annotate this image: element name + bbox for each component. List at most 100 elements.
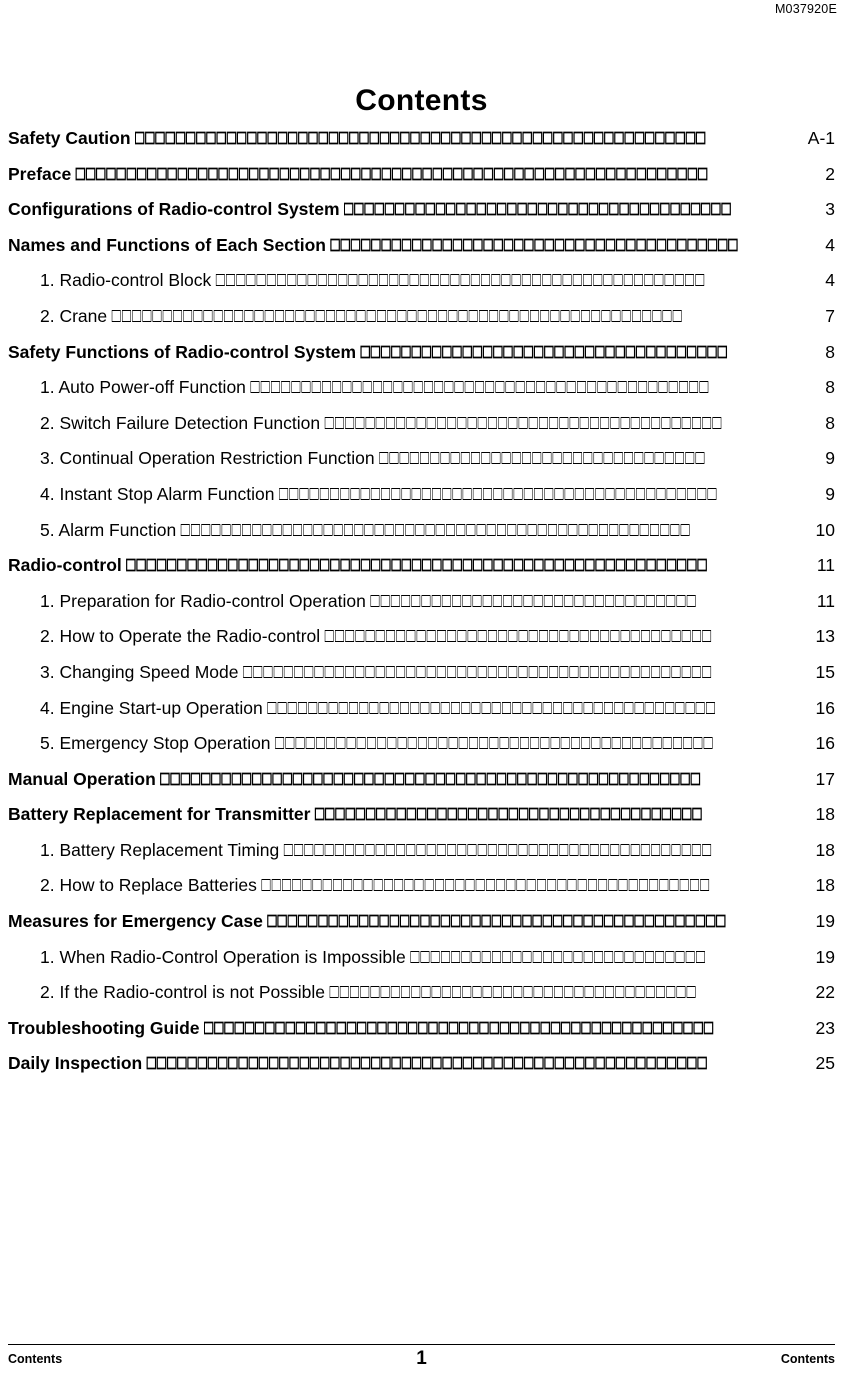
- toc-leader-dots: ⎕⎕⎕⎕⎕⎕⎕⎕⎕⎕⎕⎕⎕⎕⎕⎕⎕⎕⎕⎕⎕⎕⎕⎕⎕⎕⎕⎕⎕⎕⎕⎕⎕⎕⎕⎕: [329, 985, 697, 1003]
- toc-entry[interactable]: 5. Emergency Stop Operation⎕⎕⎕⎕⎕⎕⎕⎕⎕⎕⎕⎕⎕…: [8, 733, 835, 769]
- toc-entry-page: 4: [825, 234, 835, 255]
- toc-entry[interactable]: 1. Radio-control Block⎕⎕⎕⎕⎕⎕⎕⎕⎕⎕⎕⎕⎕⎕⎕⎕⎕⎕…: [8, 270, 835, 306]
- toc-entry-label: 2. How to Replace Batteries: [40, 875, 257, 896]
- toc-entry[interactable]: Names and Functions of Each Section⎕⎕⎕⎕⎕…: [8, 235, 835, 271]
- page-title: Contents: [355, 84, 488, 117]
- toc-entry-label: 5. Alarm Function: [40, 519, 177, 540]
- toc-entry-label: Manual Operation: [8, 768, 156, 789]
- toc-entry[interactable]: Battery Replacement for Transmitter⎕⎕⎕⎕⎕…: [8, 804, 835, 840]
- toc-entry[interactable]: Troubleshooting Guide⎕⎕⎕⎕⎕⎕⎕⎕⎕⎕⎕⎕⎕⎕⎕⎕⎕⎕⎕…: [8, 1018, 835, 1054]
- toc-entry-label: 1. Radio-control Block: [40, 270, 212, 291]
- toc-leader-dots: ⎕⎕⎕⎕⎕⎕⎕⎕⎕⎕⎕⎕⎕⎕⎕⎕⎕⎕⎕⎕⎕⎕⎕⎕⎕⎕⎕⎕⎕⎕⎕⎕⎕⎕⎕⎕⎕⎕⎕⎕…: [274, 736, 714, 754]
- footer-left-label: Contents: [8, 1352, 63, 1366]
- toc-entry[interactable]: Configurations of Radio-control System⎕⎕…: [8, 199, 835, 235]
- toc-entry-page: 13: [815, 626, 835, 647]
- toc-leader-dots: ⎕⎕⎕⎕⎕⎕⎕⎕⎕⎕⎕⎕⎕⎕⎕⎕⎕⎕⎕⎕⎕⎕⎕⎕⎕⎕⎕⎕⎕⎕⎕⎕⎕⎕⎕⎕⎕⎕⎕⎕…: [249, 380, 709, 398]
- toc-leader-dots: ⎕⎕⎕⎕⎕⎕⎕⎕⎕⎕⎕⎕⎕⎕⎕⎕⎕⎕⎕⎕⎕⎕⎕⎕⎕⎕⎕⎕⎕⎕⎕⎕⎕⎕⎕⎕⎕⎕⎕⎕…: [180, 522, 691, 540]
- page-footer: Contents Contents: [8, 1352, 835, 1366]
- toc-entry-label: 2. Switch Failure Detection Function: [40, 412, 321, 433]
- toc-entry-label: Preface: [8, 163, 72, 184]
- toc-entry[interactable]: 5. Alarm Function⎕⎕⎕⎕⎕⎕⎕⎕⎕⎕⎕⎕⎕⎕⎕⎕⎕⎕⎕⎕⎕⎕⎕…: [8, 520, 835, 556]
- toc-entry[interactable]: Radio-control⎕⎕⎕⎕⎕⎕⎕⎕⎕⎕⎕⎕⎕⎕⎕⎕⎕⎕⎕⎕⎕⎕⎕⎕⎕⎕⎕…: [8, 555, 835, 591]
- toc-entry-page: 7: [825, 305, 835, 326]
- toc-leader-dots: ⎕⎕⎕⎕⎕⎕⎕⎕⎕⎕⎕⎕⎕⎕⎕⎕⎕⎕⎕⎕⎕⎕⎕⎕⎕⎕⎕⎕⎕⎕⎕⎕⎕⎕⎕⎕⎕⎕⎕⎕…: [283, 842, 712, 860]
- toc-leader-dots: ⎕⎕⎕⎕⎕⎕⎕⎕⎕⎕⎕⎕⎕⎕⎕⎕⎕⎕⎕⎕⎕⎕⎕⎕⎕⎕⎕⎕⎕: [409, 949, 706, 967]
- toc-entry-label: Safety Functions of Radio-control System: [8, 341, 357, 362]
- toc-leader-dots: ⎕⎕⎕⎕⎕⎕⎕⎕⎕⎕⎕⎕⎕⎕⎕⎕⎕⎕⎕⎕⎕⎕⎕⎕⎕⎕⎕⎕⎕⎕⎕⎕⎕⎕⎕⎕⎕⎕⎕⎕…: [203, 1020, 714, 1038]
- toc-entry[interactable]: Preface⎕⎕⎕⎕⎕⎕⎕⎕⎕⎕⎕⎕⎕⎕⎕⎕⎕⎕⎕⎕⎕⎕⎕⎕⎕⎕⎕⎕⎕⎕⎕⎕⎕…: [8, 164, 835, 200]
- toc-entry[interactable]: 1. Preparation for Radio-control Operati…: [8, 591, 835, 627]
- toc-leader-dots: ⎕⎕⎕⎕⎕⎕⎕⎕⎕⎕⎕⎕⎕⎕⎕⎕⎕⎕⎕⎕⎕⎕⎕⎕⎕⎕⎕⎕⎕⎕⎕⎕⎕⎕⎕⎕⎕⎕⎕⎕…: [134, 131, 706, 148]
- toc-entry[interactable]: 2. How to Replace Batteries⎕⎕⎕⎕⎕⎕⎕⎕⎕⎕⎕⎕⎕…: [8, 875, 835, 911]
- toc-leader-dots: ⎕⎕⎕⎕⎕⎕⎕⎕⎕⎕⎕⎕⎕⎕⎕⎕⎕⎕⎕⎕⎕⎕⎕⎕⎕⎕⎕⎕⎕⎕⎕⎕⎕⎕⎕⎕⎕⎕: [343, 202, 732, 220]
- toc-entry-page: 23: [815, 1017, 835, 1038]
- toc-leader-dots: ⎕⎕⎕⎕⎕⎕⎕⎕⎕⎕⎕⎕⎕⎕⎕⎕⎕⎕⎕⎕⎕⎕⎕⎕⎕⎕⎕⎕⎕⎕⎕⎕⎕⎕⎕⎕⎕⎕⎕⎕…: [242, 664, 712, 682]
- toc-entry-label: Radio-control: [8, 555, 122, 576]
- toc-entry-page: 8: [825, 341, 835, 362]
- toc-entry[interactable]: 2. How to Operate the Radio-control⎕⎕⎕⎕⎕…: [8, 626, 835, 662]
- toc-entry[interactable]: 3. Changing Speed Mode⎕⎕⎕⎕⎕⎕⎕⎕⎕⎕⎕⎕⎕⎕⎕⎕⎕⎕…: [8, 662, 835, 698]
- toc-leader-dots: ⎕⎕⎕⎕⎕⎕⎕⎕⎕⎕⎕⎕⎕⎕⎕⎕⎕⎕⎕⎕⎕⎕⎕⎕⎕⎕⎕⎕⎕⎕⎕⎕⎕⎕⎕⎕⎕⎕⎕: [324, 415, 722, 433]
- toc-entry-page: 9: [825, 448, 835, 469]
- toc-leader-dots: ⎕⎕⎕⎕⎕⎕⎕⎕⎕⎕⎕⎕⎕⎕⎕⎕⎕⎕⎕⎕⎕⎕⎕⎕⎕⎕⎕⎕⎕⎕⎕⎕⎕⎕⎕⎕⎕⎕⎕⎕…: [215, 273, 705, 291]
- toc-entry-page: 15: [815, 661, 835, 682]
- footer-right-label: Contents: [780, 1352, 835, 1366]
- toc-entry-page: 18: [815, 875, 835, 896]
- toc-leader-dots: ⎕⎕⎕⎕⎕⎕⎕⎕⎕⎕⎕⎕⎕⎕⎕⎕⎕⎕⎕⎕⎕⎕⎕⎕⎕⎕⎕⎕⎕⎕⎕⎕⎕⎕⎕⎕⎕⎕⎕⎕…: [266, 700, 716, 718]
- toc-entry-label: Names and Functions of Each Section: [8, 234, 326, 255]
- toc-entry-label: 2. How to Operate the Radio-control: [40, 626, 321, 647]
- toc-entry-page: 17: [815, 768, 835, 789]
- toc-entry[interactable]: Safety Caution⎕⎕⎕⎕⎕⎕⎕⎕⎕⎕⎕⎕⎕⎕⎕⎕⎕⎕⎕⎕⎕⎕⎕⎕⎕⎕…: [8, 128, 835, 164]
- toc-leader-dots: ⎕⎕⎕⎕⎕⎕⎕⎕⎕⎕⎕⎕⎕⎕⎕⎕⎕⎕⎕⎕⎕⎕⎕⎕⎕⎕⎕⎕⎕⎕⎕⎕⎕⎕⎕⎕⎕⎕⎕⎕…: [111, 308, 683, 326]
- toc-entry-page: 19: [815, 911, 835, 932]
- toc-leader-dots: ⎕⎕⎕⎕⎕⎕⎕⎕⎕⎕⎕⎕⎕⎕⎕⎕⎕⎕⎕⎕⎕⎕⎕⎕⎕⎕⎕⎕⎕⎕⎕⎕⎕⎕⎕⎕⎕⎕⎕⎕…: [278, 486, 718, 504]
- toc-leader-dots: ⎕⎕⎕⎕⎕⎕⎕⎕⎕⎕⎕⎕⎕⎕⎕⎕⎕⎕⎕⎕⎕⎕⎕⎕⎕⎕⎕⎕⎕⎕⎕⎕⎕⎕⎕⎕⎕⎕: [314, 807, 703, 825]
- toc-entry-label: 1. Battery Replacement Timing: [40, 839, 280, 860]
- toc-entry-label: Troubleshooting Guide: [8, 1017, 200, 1038]
- toc-entry-page: 11: [816, 590, 835, 611]
- toc-leader-dots: ⎕⎕⎕⎕⎕⎕⎕⎕⎕⎕⎕⎕⎕⎕⎕⎕⎕⎕⎕⎕⎕⎕⎕⎕⎕⎕⎕⎕⎕⎕⎕⎕⎕⎕⎕⎕⎕⎕⎕⎕…: [125, 558, 708, 576]
- toc-entry[interactable]: 2. Crane⎕⎕⎕⎕⎕⎕⎕⎕⎕⎕⎕⎕⎕⎕⎕⎕⎕⎕⎕⎕⎕⎕⎕⎕⎕⎕⎕⎕⎕⎕⎕⎕…: [8, 306, 835, 342]
- toc-leader-dots: ⎕⎕⎕⎕⎕⎕⎕⎕⎕⎕⎕⎕⎕⎕⎕⎕⎕⎕⎕⎕⎕⎕⎕⎕⎕⎕⎕⎕⎕⎕⎕⎕⎕⎕⎕⎕⎕⎕⎕⎕…: [146, 1056, 708, 1074]
- toc-entry-label: Daily Inspection: [8, 1053, 143, 1074]
- toc-entry-label: 1. Preparation for Radio-control Operati…: [40, 590, 366, 611]
- toc-entry[interactable]: 4. Instant Stop Alarm Function⎕⎕⎕⎕⎕⎕⎕⎕⎕⎕…: [8, 484, 835, 520]
- toc-leader-dots: ⎕⎕⎕⎕⎕⎕⎕⎕⎕⎕⎕⎕⎕⎕⎕⎕⎕⎕⎕⎕⎕⎕⎕⎕⎕⎕⎕⎕⎕⎕⎕⎕: [369, 593, 697, 611]
- toc-entry-label: 4. Engine Start-up Operation: [40, 697, 263, 718]
- toc-entry[interactable]: 2. Switch Failure Detection Function⎕⎕⎕⎕…: [8, 413, 835, 449]
- toc-entry-page: 22: [815, 982, 835, 1003]
- toc-entry[interactable]: 1. Battery Replacement Timing⎕⎕⎕⎕⎕⎕⎕⎕⎕⎕⎕…: [8, 840, 835, 876]
- toc-entry-page: 18: [815, 839, 835, 860]
- toc-entry[interactable]: Manual Operation⎕⎕⎕⎕⎕⎕⎕⎕⎕⎕⎕⎕⎕⎕⎕⎕⎕⎕⎕⎕⎕⎕⎕⎕…: [8, 769, 835, 805]
- toc-entry-label: Configurations of Radio-control System: [8, 199, 340, 220]
- toc-entry-label: 2. If the Radio-control is not Possible: [40, 982, 326, 1003]
- toc-entry[interactable]: Safety Functions of Radio-control System…: [8, 342, 835, 378]
- toc-entry-label: 3. Continual Operation Restriction Funct…: [40, 448, 375, 469]
- toc-entry-page: 16: [815, 733, 835, 754]
- toc-entry[interactable]: 1. Auto Power-off Function⎕⎕⎕⎕⎕⎕⎕⎕⎕⎕⎕⎕⎕⎕…: [8, 377, 835, 413]
- footer-page-number: 1: [416, 1348, 427, 1369]
- toc-entry[interactable]: 1. When Radio-Control Operation is Impos…: [8, 947, 835, 983]
- toc-leader-dots: ⎕⎕⎕⎕⎕⎕⎕⎕⎕⎕⎕⎕⎕⎕⎕⎕⎕⎕⎕⎕⎕⎕⎕⎕⎕⎕⎕⎕⎕⎕⎕⎕⎕⎕⎕⎕⎕⎕⎕⎕…: [75, 166, 708, 184]
- toc-entry-label: 3. Changing Speed Mode: [40, 661, 239, 682]
- toc-entry[interactable]: 4. Engine Start-up Operation⎕⎕⎕⎕⎕⎕⎕⎕⎕⎕⎕⎕…: [8, 698, 835, 734]
- toc-entry-label: 1. Auto Power-off Function: [40, 377, 246, 398]
- toc-entry-page: 3: [825, 199, 835, 220]
- toc-leader-dots: ⎕⎕⎕⎕⎕⎕⎕⎕⎕⎕⎕⎕⎕⎕⎕⎕⎕⎕⎕⎕⎕⎕⎕⎕⎕⎕⎕⎕⎕⎕⎕⎕⎕⎕⎕⎕⎕⎕⎕⎕: [329, 237, 738, 255]
- toc-entry-label: Measures for Emergency Case: [8, 911, 263, 932]
- toc-entry-page: 16: [815, 697, 835, 718]
- toc-entry-page: 9: [825, 483, 835, 504]
- toc-entry-page: 18: [815, 804, 835, 825]
- toc-entry-label: Battery Replacement for Transmitter: [8, 804, 311, 825]
- toc-entry-label: 1. When Radio-Control Operation is Impos…: [40, 946, 406, 967]
- document-code: M037920E: [774, 2, 837, 16]
- toc-entry[interactable]: Measures for Emergency Case⎕⎕⎕⎕⎕⎕⎕⎕⎕⎕⎕⎕⎕…: [8, 911, 835, 947]
- toc-entry[interactable]: 2. If the Radio-control is not Possible⎕…: [8, 982, 835, 1018]
- toc-entry-page: 8: [825, 412, 835, 433]
- table-of-contents: Safety Caution⎕⎕⎕⎕⎕⎕⎕⎕⎕⎕⎕⎕⎕⎕⎕⎕⎕⎕⎕⎕⎕⎕⎕⎕⎕⎕…: [8, 128, 835, 1089]
- toc-leader-dots: ⎕⎕⎕⎕⎕⎕⎕⎕⎕⎕⎕⎕⎕⎕⎕⎕⎕⎕⎕⎕⎕⎕⎕⎕⎕⎕⎕⎕⎕⎕⎕⎕: [378, 451, 706, 469]
- toc-entry[interactable]: 3. Continual Operation Restriction Funct…: [8, 448, 835, 484]
- toc-entry-page: 10: [815, 519, 835, 540]
- toc-leader-dots: ⎕⎕⎕⎕⎕⎕⎕⎕⎕⎕⎕⎕⎕⎕⎕⎕⎕⎕⎕⎕⎕⎕⎕⎕⎕⎕⎕⎕⎕⎕⎕⎕⎕⎕⎕⎕: [360, 344, 728, 362]
- toc-entry[interactable]: Daily Inspection⎕⎕⎕⎕⎕⎕⎕⎕⎕⎕⎕⎕⎕⎕⎕⎕⎕⎕⎕⎕⎕⎕⎕⎕…: [8, 1053, 835, 1089]
